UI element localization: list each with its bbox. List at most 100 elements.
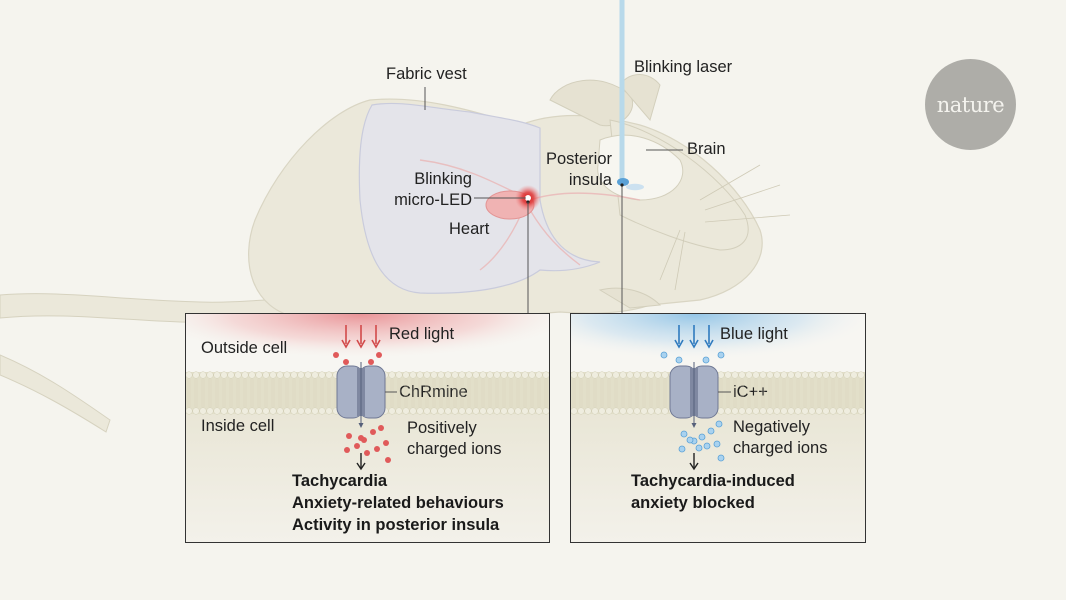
- lipid-head: [654, 407, 662, 415]
- lipid-head: [458, 407, 466, 415]
- lipid-head: [255, 407, 263, 415]
- lipid-head: [528, 407, 536, 415]
- lipid-head: [262, 371, 270, 379]
- lipid-head: [472, 407, 480, 415]
- lipid-head: [437, 407, 445, 415]
- lipid-head: [248, 371, 256, 379]
- lipid-head: [479, 371, 487, 379]
- light-arrow-head: [371, 339, 381, 349]
- outcome-arrow-head: [689, 462, 699, 471]
- ion-dot: [678, 445, 686, 453]
- lipid-head: [724, 371, 732, 379]
- lipid-head: [598, 371, 606, 379]
- lipid-head: [276, 407, 284, 415]
- lipid-head: [430, 407, 438, 415]
- lipid-head: [290, 407, 298, 415]
- lipid-head: [857, 407, 865, 415]
- ion-dot: [660, 351, 668, 359]
- ion-dot: [344, 447, 350, 453]
- lipid-head: [759, 407, 767, 415]
- lipid-head: [640, 371, 648, 379]
- negative-ions-label-line2: charged ions: [733, 439, 828, 457]
- lipid-head: [227, 407, 235, 415]
- lipid-head: [850, 371, 858, 379]
- lipid-head: [213, 371, 221, 379]
- light-arrow-head: [341, 339, 351, 349]
- lipid-head: [633, 407, 641, 415]
- lipid-head: [465, 371, 473, 379]
- label-posterior-insula-line1: Posterior: [545, 150, 612, 168]
- ion-dot: [715, 420, 723, 428]
- ion-dot: [703, 442, 711, 450]
- lipid-head: [815, 407, 823, 415]
- lipid-head: [591, 371, 599, 379]
- lipid-head: [409, 371, 417, 379]
- lipid-head: [186, 407, 193, 415]
- lipid-head: [472, 371, 480, 379]
- lipid-head: [717, 371, 725, 379]
- lipid-head: [857, 371, 865, 379]
- lipid-head: [571, 407, 578, 415]
- lipid-head: [584, 371, 592, 379]
- ion-path-arrowhead: [691, 423, 697, 428]
- lipid-head: [612, 407, 620, 415]
- lipid-head: [479, 407, 487, 415]
- lipid-head: [451, 371, 459, 379]
- lipid-head: [486, 371, 494, 379]
- positive-ions-label-line2: charged ions: [407, 440, 502, 458]
- lipid-head: [416, 371, 424, 379]
- positive-ions-label-line1: Positively: [407, 419, 477, 437]
- lipid-head: [801, 407, 809, 415]
- lipid-head: [227, 371, 235, 379]
- lipid-head: [325, 371, 333, 379]
- ion-dot: [368, 359, 374, 365]
- lipid-head: [507, 371, 515, 379]
- lipid-head: [220, 371, 228, 379]
- lipid-head: [633, 371, 641, 379]
- lipid-head: [850, 407, 858, 415]
- lipid-head: [458, 371, 466, 379]
- lipid-head: [535, 371, 543, 379]
- lipid-head: [808, 407, 816, 415]
- lipid-head: [493, 371, 501, 379]
- lipid-head: [661, 407, 669, 415]
- ion-dot: [686, 436, 694, 444]
- nature-logo: nature: [925, 59, 1016, 150]
- outcome-tachycardia: Tachycardia: [292, 472, 388, 490]
- lipid-head: [297, 371, 305, 379]
- lipid-head: [199, 407, 207, 415]
- lipid-head: [395, 371, 403, 379]
- lipid-head: [787, 407, 795, 415]
- lipid-head: [465, 407, 473, 415]
- lipid-head: [423, 371, 431, 379]
- lipid-head: [654, 371, 662, 379]
- blue-panel-marks: [571, 325, 865, 471]
- lipid-head: [731, 371, 739, 379]
- lipid-head: [794, 407, 802, 415]
- lipid-head: [500, 371, 508, 379]
- ion-dot: [358, 435, 364, 441]
- outside-cell-label: Outside cell: [201, 339, 288, 357]
- lipid-head: [325, 407, 333, 415]
- lipid-head: [206, 407, 214, 415]
- negative-ions-label-line1: Negatively: [733, 418, 811, 436]
- ion-dot: [354, 443, 360, 449]
- lipid-head: [738, 371, 746, 379]
- panel-red-light: Outside cell Inside cell Red light ChRmi…: [185, 313, 550, 543]
- lipid-head: [801, 371, 809, 379]
- lipid-head: [829, 371, 837, 379]
- light-arrow-head: [674, 339, 684, 349]
- lipid-head: [717, 407, 725, 415]
- ion-dot: [680, 430, 688, 438]
- lipid-head: [269, 407, 277, 415]
- lipid-head: [584, 407, 592, 415]
- micro-led-icon: [525, 195, 531, 201]
- lipid-head: [206, 371, 214, 379]
- outcome-arrow-head: [356, 462, 366, 471]
- lipid-head: [745, 371, 753, 379]
- ion-dot: [343, 359, 349, 365]
- outcome-anxiety-behaviours: Anxiety-related behaviours: [292, 494, 504, 512]
- lipid-head: [766, 371, 774, 379]
- lipid-head: [262, 407, 270, 415]
